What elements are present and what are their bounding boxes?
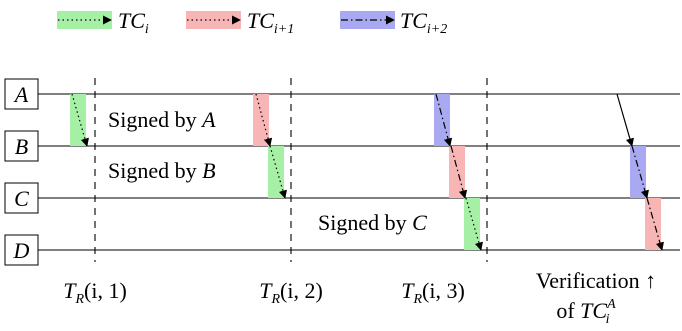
- legend-swatch-blue: [340, 11, 395, 29]
- band-green-a-b: [70, 94, 86, 146]
- legend-label-tc-i: TCi: [118, 8, 149, 37]
- round-label-1: TR(i, 1): [63, 278, 127, 307]
- legend-item-tc-i-plus-1: TCi+1: [186, 8, 294, 37]
- arrow-tc-i2-a-b: [435, 93, 453, 147]
- arrow-tc-i1-c-d: [646, 197, 664, 251]
- band-red-a-b: [253, 94, 269, 146]
- node-label-c: C: [14, 186, 29, 211]
- node-box-b: [4, 130, 39, 162]
- arrow-tc-i2-b-c: [631, 145, 649, 199]
- round-label-2: TR(i, 2): [259, 278, 323, 307]
- round-labels: TR(i, 1) TR(i, 2) TR(i, 3): [63, 278, 465, 307]
- band-green-c-d: [464, 198, 480, 250]
- arrow-tc-i-c-d: [465, 197, 483, 251]
- node-label-d: D: [13, 238, 30, 263]
- node-boxes: A B C D: [4, 78, 39, 266]
- legend-swatch-green: [57, 11, 112, 29]
- legend-label-tc-i-plus-2: TCi+2: [400, 8, 447, 37]
- transmission-bands: [70, 94, 661, 250]
- legend-item-tc-i-plus-2: TCi+2: [340, 8, 447, 37]
- legend-label-tc-i-plus-1: TCi+1: [247, 8, 294, 37]
- arrow-tc-i-b-c: [269, 145, 287, 199]
- arrow-verification-a-b: [616, 93, 634, 147]
- message-arrows: [71, 93, 664, 251]
- annotation-signed-by-c: Signed by C: [318, 210, 427, 235]
- node-label-a: A: [13, 82, 29, 107]
- arrow-tc-i-a-b: [71, 93, 89, 147]
- legend-item-tc-i: TCi: [57, 8, 149, 37]
- annotation-signed-by-a: Signed by A: [108, 107, 216, 132]
- band-red-c-d: [645, 198, 661, 250]
- arrow-tc-i1-b-c: [450, 145, 468, 199]
- signed-annotations: Signed by A Signed by B Signed by C: [108, 107, 427, 235]
- band-green-b-c: [268, 146, 284, 198]
- node-box-a: [4, 78, 39, 110]
- round-label-3: TR(i, 3): [401, 278, 465, 307]
- legend: TCi TCi+1 TCi+2: [57, 8, 447, 37]
- band-blue-b-c: [630, 146, 646, 198]
- round-separators: [94, 78, 488, 262]
- annotation-signed-by-b: Signed by B: [108, 158, 216, 183]
- node-label-b: B: [15, 134, 28, 159]
- verification-line-1: Verification ↑: [536, 268, 656, 293]
- timelines: [38, 93, 680, 251]
- legend-swatch-red: [186, 11, 241, 29]
